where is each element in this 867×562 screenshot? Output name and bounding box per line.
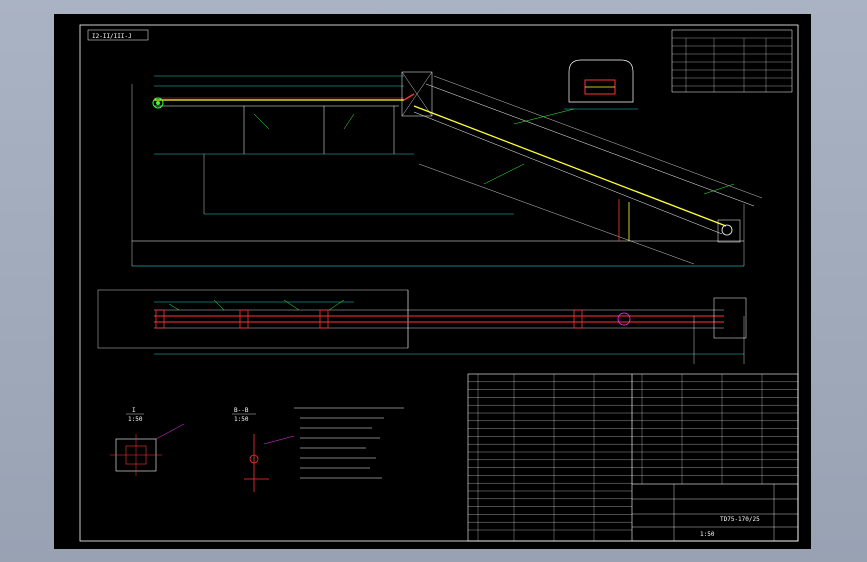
tail-pulley	[152, 97, 164, 109]
view-label-box	[87, 29, 149, 41]
inclined-dimension-line-3	[418, 163, 695, 265]
technical-notes	[294, 407, 404, 479]
title-block-border	[631, 483, 799, 542]
plan-support-2	[239, 309, 249, 329]
detail-a-leader	[155, 423, 185, 440]
inclined-dimension-line-1	[425, 83, 755, 207]
plan-support-4	[573, 309, 583, 329]
leader-5	[703, 183, 735, 195]
drive-unit	[717, 219, 741, 243]
drawing-number: TD75-170/25	[720, 516, 760, 523]
detail-b-bolt	[249, 454, 259, 464]
section-b-label: B--B	[234, 407, 249, 414]
detail-section-a: I 1:50	[110, 407, 185, 476]
plan-leader-1	[168, 303, 180, 311]
cross-section-view	[564, 59, 638, 110]
plan-pulley	[617, 312, 631, 326]
leader-1	[253, 113, 270, 130]
tunnel-outline	[568, 59, 634, 103]
detail-b-leader	[263, 435, 295, 445]
section-b-scale: 1:50	[234, 416, 249, 423]
leader-2	[343, 113, 355, 130]
section-a-scale: 1:50	[128, 416, 143, 423]
legend-table	[671, 29, 793, 93]
bill-of-materials	[467, 373, 799, 542]
title-block: TD75-170/25 1:50	[631, 483, 799, 542]
plan-support-3	[319, 309, 329, 329]
cad-drawing: I2-II/III-J	[79, 24, 799, 542]
head-pulley	[721, 224, 733, 236]
plan-leader-4	[328, 299, 345, 311]
drawing-scale: 1:50	[700, 531, 715, 538]
plan-outline-left	[97, 289, 409, 349]
plan-leader-2	[213, 299, 225, 311]
plan-drive-unit	[713, 297, 747, 339]
view-label: I2-II/III-J	[92, 33, 132, 40]
belt-inclined-return	[413, 111, 723, 235]
plan-view	[97, 289, 747, 364]
drawing-border	[79, 24, 799, 542]
drawing-sheet: I2-II/III-J	[54, 14, 811, 549]
inclined-dimension-line-2	[433, 75, 763, 199]
detail-a-plate	[125, 445, 147, 465]
leader-4	[483, 163, 525, 185]
plan-support-1	[155, 309, 165, 329]
leader-3	[513, 108, 575, 125]
section-a-label: I	[132, 407, 136, 414]
plan-leader-3	[283, 299, 300, 311]
transition-brace-2	[401, 71, 433, 117]
tail-pulley-hub	[156, 101, 160, 105]
transition-frame	[401, 71, 433, 117]
transition-curve	[403, 93, 415, 101]
elevation-view	[131, 71, 763, 267]
legend-table-border	[671, 29, 793, 93]
detail-section-b: B--B 1:50	[232, 407, 295, 492]
belt-inclined	[413, 105, 727, 227]
